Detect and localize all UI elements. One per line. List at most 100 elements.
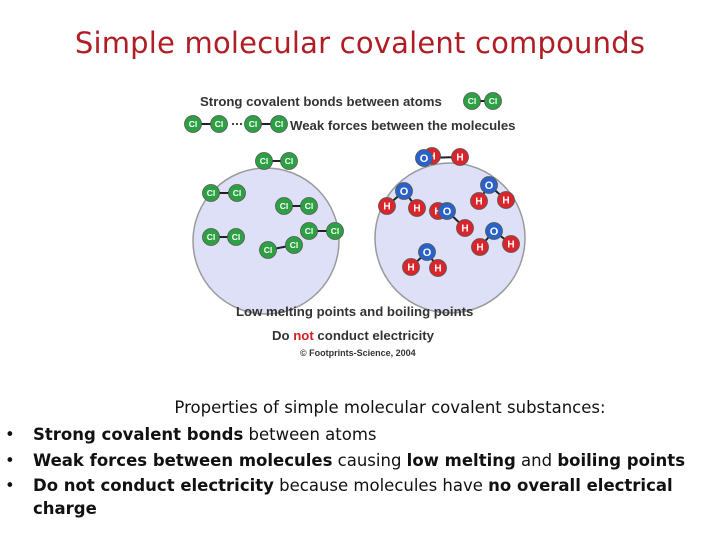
- item-text: Do not conduct electricity: [33, 476, 274, 495]
- oxygen-atom-symbol: O: [485, 180, 494, 192]
- chlorine-atom-symbol: Cl: [285, 156, 294, 166]
- legend-weak-forces: Weak forces between the molecules: [290, 118, 516, 133]
- properties-section: Properties of simple molecular covalent …: [0, 394, 720, 520]
- hydrogen-atom-symbol: H: [476, 243, 483, 254]
- oxygen-atom-symbol: O: [420, 153, 429, 165]
- chlorine-atom-symbol: Cl: [290, 240, 299, 250]
- chlorine-atom: [275, 197, 293, 215]
- copyright-text: © Footprints-Science, 2004: [300, 348, 416, 358]
- hydrogen-atom: [497, 191, 515, 209]
- chlorine-atom-symbol: Cl: [264, 245, 273, 255]
- chlorine-atom: [300, 197, 318, 215]
- item-text: between atoms: [243, 425, 377, 444]
- item-text: boiling points: [557, 451, 686, 470]
- hydrogen-atom-symbol: H: [502, 196, 509, 207]
- covalent-molecules-diagram: Strong covalent bonds between atoms Weak…: [184, 92, 526, 358]
- oxygen-atom: [418, 243, 436, 261]
- hydrogen-atom: [470, 192, 488, 210]
- chlorine-atom: [326, 222, 344, 240]
- chlorine-atom: [484, 92, 502, 110]
- chlorine-atom-symbol: Cl: [207, 188, 216, 198]
- oxygen-atom-symbol: O: [423, 247, 432, 259]
- hydrogen-atom: [471, 238, 489, 256]
- chlorine-atom: [202, 184, 220, 202]
- item-text: Weak forces between molecules: [33, 451, 333, 470]
- hydrogen-atom: [402, 258, 420, 276]
- oxygen-atom: [415, 149, 433, 167]
- chlorine-atom: [210, 115, 228, 133]
- chlorine-atom-symbol: Cl: [489, 96, 498, 106]
- no-conduct-post: conduct electricity: [314, 328, 435, 343]
- hydrogen-atom-symbol: H: [434, 264, 441, 275]
- low-melting-text: Low melting points and boiling points: [236, 304, 473, 319]
- chlorine-atom: [259, 241, 277, 259]
- slide-title: Simple molecular covalent compounds: [74, 26, 646, 60]
- hydrogen-atom: [502, 235, 520, 253]
- item-text: and: [515, 451, 558, 470]
- chlorine-atom: [202, 228, 220, 246]
- chlorine-atom-symbol: Cl: [260, 156, 269, 166]
- hydrogen-atom-symbol: H: [383, 202, 390, 213]
- oxygen-atom-symbol: O: [443, 206, 452, 218]
- oxygen-atom: [395, 182, 413, 200]
- hydrogen-atom: [429, 259, 447, 277]
- chlorine-atom-symbol: Cl: [305, 201, 314, 211]
- hydrogen-atom-symbol: H: [475, 197, 482, 208]
- oxygen-atom: [485, 222, 503, 240]
- chlorine-atom: [255, 152, 273, 170]
- chlorine-atom-symbol: Cl: [305, 226, 314, 236]
- hydrogen-atom-symbol: H: [456, 153, 463, 164]
- hydrogen-atom: [378, 197, 396, 215]
- legend-strong-bonds: Strong covalent bonds between atoms: [200, 94, 442, 109]
- hydrogen-atom-symbol: H: [507, 240, 514, 251]
- oxygen-atom-symbol: O: [400, 186, 409, 198]
- chlorine-atom: [270, 115, 288, 133]
- chlorine-atom-symbol: Cl: [275, 119, 284, 129]
- property-item-strong-bonds: • Strong covalent bonds between atoms: [0, 422, 720, 448]
- chlorine-atom-symbol: Cl: [249, 119, 258, 129]
- chlorine-atom-symbol: Cl: [280, 201, 289, 211]
- item-text: low melting: [406, 451, 516, 470]
- hydrogen-atom-symbol: H: [461, 224, 468, 235]
- hydrogen-atom-symbol: H: [407, 263, 414, 274]
- chlorine-atom: [244, 115, 262, 133]
- chlorine-atom: [280, 152, 298, 170]
- item-text: Strong covalent bonds: [33, 425, 244, 444]
- hydrogen-atom-symbol: H: [413, 204, 420, 215]
- properties-list: • Strong covalent bonds between atoms • …: [0, 422, 720, 520]
- chlorine-atom-symbol: Cl: [207, 232, 216, 242]
- chlorine-atom-symbol: Cl: [189, 119, 198, 129]
- chlorine-atom: [184, 115, 202, 133]
- properties-heading: Properties of simple molecular covalent …: [174, 398, 606, 417]
- hydrogen-atom-symbol: H: [434, 207, 441, 218]
- chlorine-atom-symbol: Cl: [215, 119, 224, 129]
- chlorine-atom-symbol: Cl: [232, 232, 241, 242]
- bullet: •: [5, 451, 15, 470]
- no-conduct-not: not: [293, 328, 314, 343]
- hydrogen-atom: [408, 199, 426, 217]
- item-text: causing: [332, 451, 407, 470]
- chlorine-atom: [227, 228, 245, 246]
- item-text: because molecules have: [273, 476, 489, 495]
- chlorine-atom: [300, 222, 318, 240]
- chlorine-atom: [463, 92, 481, 110]
- hydrogen-atom: [451, 148, 469, 166]
- bullet: •: [5, 476, 15, 495]
- weak-force-dots: [231, 122, 243, 126]
- oxygen-atom: [438, 202, 456, 220]
- item-text: no overall electrical charge: [33, 476, 673, 518]
- no-conduct-text: Do not conduct electricity: [272, 328, 435, 343]
- chlorine-atom-symbol: Cl: [331, 226, 340, 236]
- chlorine-atom-symbol: Cl: [468, 96, 477, 106]
- bullet: •: [5, 425, 15, 444]
- chlorine-atom-symbol: Cl: [233, 188, 242, 198]
- oxygen-atom: [480, 176, 498, 194]
- property-item-weak-forces: • Weak forces between molecules causing …: [0, 448, 720, 474]
- chlorine-atom: [285, 236, 303, 254]
- oxygen-atom-symbol: O: [490, 226, 499, 238]
- chlorine-atom: [228, 184, 246, 202]
- hydrogen-atom: [456, 219, 474, 237]
- property-item-no-conduct: • Do not conduct electricity because mol…: [0, 474, 720, 520]
- no-conduct-pre: Do: [272, 328, 293, 343]
